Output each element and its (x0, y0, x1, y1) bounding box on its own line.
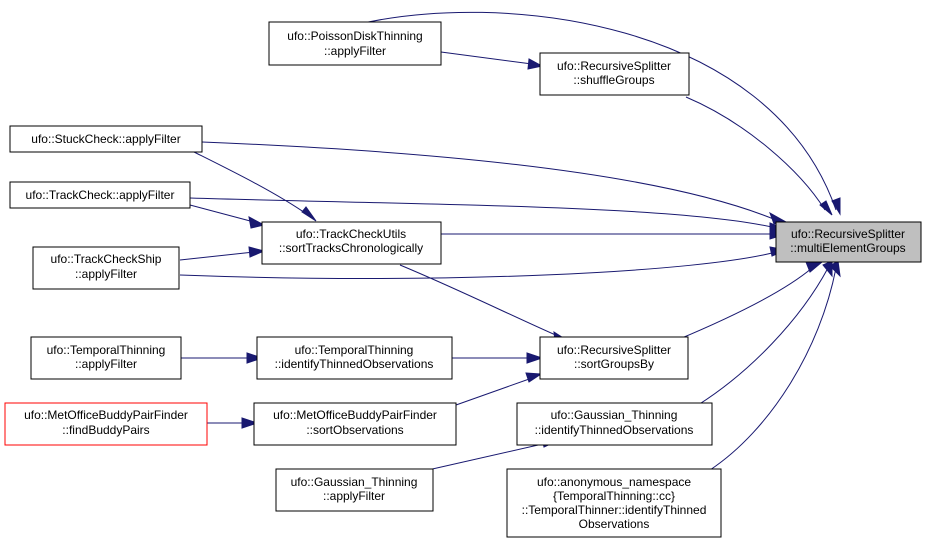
node-label-line: ::applyFilter (75, 267, 137, 281)
node-gaussian-identify-thinned[interactable]: ufo::Gaussian_Thinning ::identifyThinned… (516, 402, 713, 446)
node-multi-element-groups[interactable]: ufo::RecursiveSplitter ::multiElementGro… (775, 221, 922, 263)
node-label-line: ::applyFilter (75, 357, 137, 371)
node-sort-groups-by[interactable]: ufo::RecursiveSplitter ::sortGroupsBy (539, 336, 689, 380)
node-gaussian-apply-filter[interactable]: ufo::Gaussian_Thinning ::applyFilter (275, 468, 434, 512)
node-poisson-apply-filter[interactable]: ufo::PoissonDiskThinning ::applyFilter (268, 21, 442, 66)
edge-track-to-multi (189, 197, 777, 229)
node-label-line: ufo::RecursiveSplitter (557, 59, 671, 73)
node-anonymous-temporal-thinner[interactable]: ufo::anonymous_namespace {TemporalThinni… (506, 468, 722, 538)
edge-sortgroups-to-multi (676, 267, 813, 341)
node-label-line: ufo::TemporalThinning (295, 343, 414, 357)
edge-shuffle-to-multi (685, 96, 826, 211)
arrow-buddysort-sortgroups (525, 372, 543, 383)
arrow-shuffle-multi (819, 200, 833, 216)
edge-poisson-to-multi (354, 11, 837, 211)
node-sort-tracks-chronologically[interactable]: ufo::TrackCheckUtils ::sortTracksChronol… (261, 221, 442, 265)
node-label-line: ::shuffleGroups (573, 73, 654, 87)
edge-trackutils-to-sortgroups (399, 264, 561, 338)
arrow-stuck-trackutils (301, 206, 317, 222)
node-label-line: ::sortGroupsBy (574, 357, 654, 371)
node-label-line: ufo::Gaussian_Thinning (291, 475, 418, 489)
node-label-line: {TemporalThinning::cc} (553, 489, 675, 503)
node-label-line: ufo::StuckCheck::applyFilter (31, 132, 180, 146)
node-label-line: ufo::TrackCheck::applyFilter (26, 188, 175, 202)
node-label-line: ufo::RecursiveSplitter (791, 227, 905, 241)
node-label-line: ::applyFilter (324, 44, 386, 58)
node-label-line: Observations (579, 517, 650, 531)
node-label-line: ::multiElementGroups (790, 241, 905, 255)
node-stuckcheck-apply-filter[interactable]: ufo::StuckCheck::applyFilter (9, 125, 203, 153)
arrow-buddyfind-buddysort (241, 417, 259, 429)
arrow-track-trackutils (248, 216, 266, 229)
node-buddy-sort-observations[interactable]: ufo::MetOfficeBuddyPairFinder ::sortObse… (253, 402, 457, 446)
node-label-line: ::identifyThinnedObservations (535, 423, 694, 437)
arrow-tempthin-tempident (246, 352, 264, 364)
node-label-line: ufo::PoissonDiskThinning (287, 29, 422, 43)
arrow-trackship-trackutils (248, 246, 266, 258)
edge-stuck-to-trackutils (193, 151, 309, 216)
edge-buddysort-to-sortgroups (455, 377, 533, 406)
edge-gaussapply-to-gaussident (427, 442, 548, 471)
node-label-line: ufo::TrackCheckUtils (296, 227, 406, 241)
arrow-poisson-multi (831, 197, 841, 216)
node-label-line: ::TemporalThinner::identifyThinned (522, 503, 707, 517)
node-temporal-thinning-apply-filter[interactable]: ufo::TemporalThinning ::applyFilter (30, 336, 182, 380)
edge-track-to-trackutils (189, 204, 255, 223)
edge-gaussident-to-multi (697, 267, 829, 406)
node-trackcheckship-apply-filter[interactable]: ufo::TrackCheckShip ::applyFilter (32, 246, 180, 290)
node-label-line: ufo::TrackCheckShip (51, 252, 162, 266)
node-label-line: ufo::TemporalThinning (47, 343, 166, 357)
edge-poisson-to-shuffle (440, 51, 533, 65)
edge-trackship-to-trackutils (179, 251, 255, 261)
node-label-line: ufo::MetOfficeBuddyPairFinder (273, 408, 437, 422)
node-label-line: ::sortTracksChronologically (279, 241, 423, 255)
node-temporal-identify-thinned[interactable]: ufo::TemporalThinning ::identifyThinnedO… (256, 336, 453, 380)
node-shuffle-groups[interactable]: ufo::RecursiveSplitter ::shuffleGroups (539, 52, 690, 96)
arrow-tempident-sortgroups (526, 352, 544, 364)
arrow-anon-multi (829, 260, 841, 278)
arrow-poisson-shuffle (527, 58, 544, 70)
edge-trackship-to-multi (179, 251, 777, 279)
node-label-line: ufo::anonymous_namespace (537, 475, 691, 489)
node-label-line: ufo::Gaussian_Thinning (551, 408, 678, 422)
node-label-line: ::identifyThinnedObservations (275, 357, 434, 371)
node-label-line: ufo::MetOfficeBuddyPairFinder (24, 408, 188, 422)
edges (179, 11, 837, 471)
node-trackcheck-apply-filter[interactable]: ufo::TrackCheck::applyFilter (9, 181, 191, 209)
node-buddy-find-pairs[interactable]: ufo::MetOfficeBuddyPairFinder ::findBudd… (4, 402, 208, 446)
node-label-line: ufo::RecursiveSplitter (557, 343, 671, 357)
edge-anon-to-multi (709, 267, 837, 471)
node-label-line: ::applyFilter (323, 489, 385, 503)
node-label-line: ::findBuddyPairs (62, 423, 149, 437)
node-label-line: ::sortObservations (306, 423, 403, 437)
edge-stuck-to-multi (201, 141, 777, 221)
